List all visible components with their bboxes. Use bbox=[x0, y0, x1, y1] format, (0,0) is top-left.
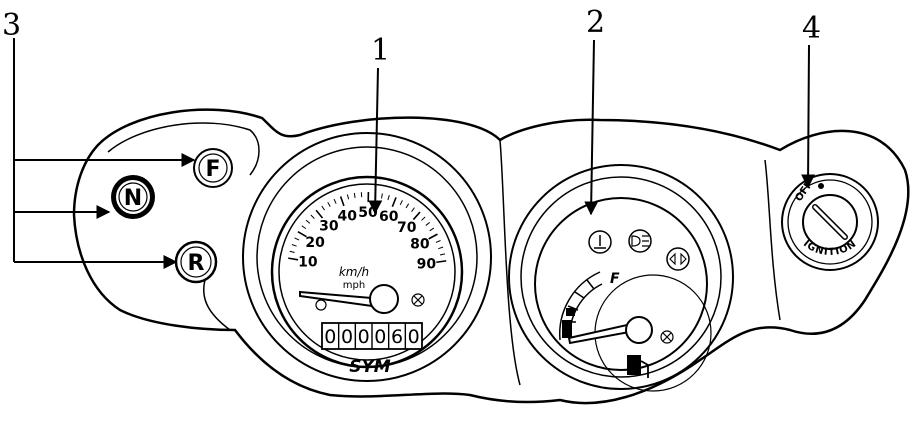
speedometer-tick bbox=[430, 228, 434, 231]
coolant-temperature-icon bbox=[589, 231, 611, 253]
speedometer-tick bbox=[438, 247, 443, 249]
speedometer-tick bbox=[400, 200, 402, 204]
speedometer-tick bbox=[334, 199, 336, 204]
fuel-gauge-needle bbox=[569, 317, 652, 343]
speedometer-scale-label: 80 bbox=[410, 237, 430, 253]
high-beam-icon bbox=[629, 230, 651, 252]
ignition-ring-label: IGNITION bbox=[801, 238, 859, 258]
odometer-digit: 0 bbox=[358, 326, 370, 348]
speedometer-tick bbox=[347, 194, 348, 199]
speedometer-tick bbox=[429, 234, 438, 239]
speedometer-tick bbox=[290, 251, 295, 252]
speedometer-scale-label: 40 bbox=[337, 208, 357, 224]
speedometer-tick bbox=[413, 212, 420, 219]
speedometer-tick bbox=[302, 226, 306, 229]
neutral-indicator: N bbox=[111, 175, 155, 219]
speedometer-tick bbox=[436, 261, 446, 262]
speedometer-scale-label: 10 bbox=[298, 255, 318, 271]
speedometer-tick bbox=[316, 210, 322, 218]
fuel-gauge: F bbox=[509, 165, 733, 391]
speedometer-tick bbox=[392, 197, 396, 206]
speedometer-tick bbox=[292, 244, 297, 246]
speedometer-scale-label: 30 bbox=[319, 219, 339, 235]
odometer-digit: 6 bbox=[391, 326, 403, 348]
brand-logo-text: SYM bbox=[349, 357, 391, 377]
speedometer-tick bbox=[295, 238, 300, 240]
speedometer-scale-label: 70 bbox=[397, 220, 417, 236]
speedometer-scale-label: 90 bbox=[417, 257, 437, 273]
ignition-off-label: OFF bbox=[793, 179, 815, 203]
speedometer-tick bbox=[328, 202, 330, 206]
speedometer-tick bbox=[426, 222, 430, 225]
warning-lamp-icon bbox=[412, 294, 424, 306]
speedometer-tick bbox=[341, 196, 344, 205]
speedometer-tick bbox=[381, 194, 382, 199]
callout-3: 3 bbox=[2, 8, 21, 43]
speedometer-tick bbox=[421, 217, 425, 220]
speedometer-scale-label: 20 bbox=[305, 235, 325, 251]
speedometer-tick bbox=[322, 206, 325, 210]
speedometer-tick bbox=[306, 220, 310, 223]
speedometer-tick bbox=[436, 241, 441, 243]
odometer-digit: 0 bbox=[374, 326, 386, 348]
fuel-full-mark: F bbox=[610, 271, 620, 287]
speedometer-tick bbox=[288, 258, 298, 260]
speedometer-unit-mph: mph bbox=[343, 280, 365, 291]
forward-indicator: F bbox=[194, 149, 232, 187]
odometer-digit: 0 bbox=[324, 326, 336, 348]
speedometer-tick bbox=[388, 195, 389, 200]
reverse-indicator: R bbox=[176, 242, 216, 282]
fuel-warning-icon bbox=[661, 331, 673, 343]
callout-2: 2 bbox=[586, 5, 605, 40]
callout-4: 4 bbox=[802, 11, 821, 46]
speedometer-tick bbox=[440, 254, 445, 255]
speedometer-tick bbox=[354, 193, 355, 198]
neutral-indicator-label: N bbox=[124, 186, 142, 211]
speedometer-unit-kmh: km/h bbox=[339, 265, 369, 279]
odometer-digit: 0 bbox=[341, 326, 353, 348]
forward-indicator-label: F bbox=[205, 157, 220, 182]
odometer-digit: 0 bbox=[408, 326, 420, 348]
speedometer-tick bbox=[311, 215, 315, 219]
speedometer-tick bbox=[412, 208, 415, 212]
speedometer-scale-label: 60 bbox=[379, 209, 399, 225]
reverse-indicator-label: R bbox=[188, 251, 205, 276]
ignition-off-dot bbox=[818, 183, 824, 189]
callout-1: 1 bbox=[371, 33, 390, 68]
turn-signal-icon bbox=[667, 248, 689, 270]
ignition-switch[interactable]: OFF IGNITION bbox=[782, 174, 878, 270]
speedometer-tick bbox=[406, 204, 409, 208]
